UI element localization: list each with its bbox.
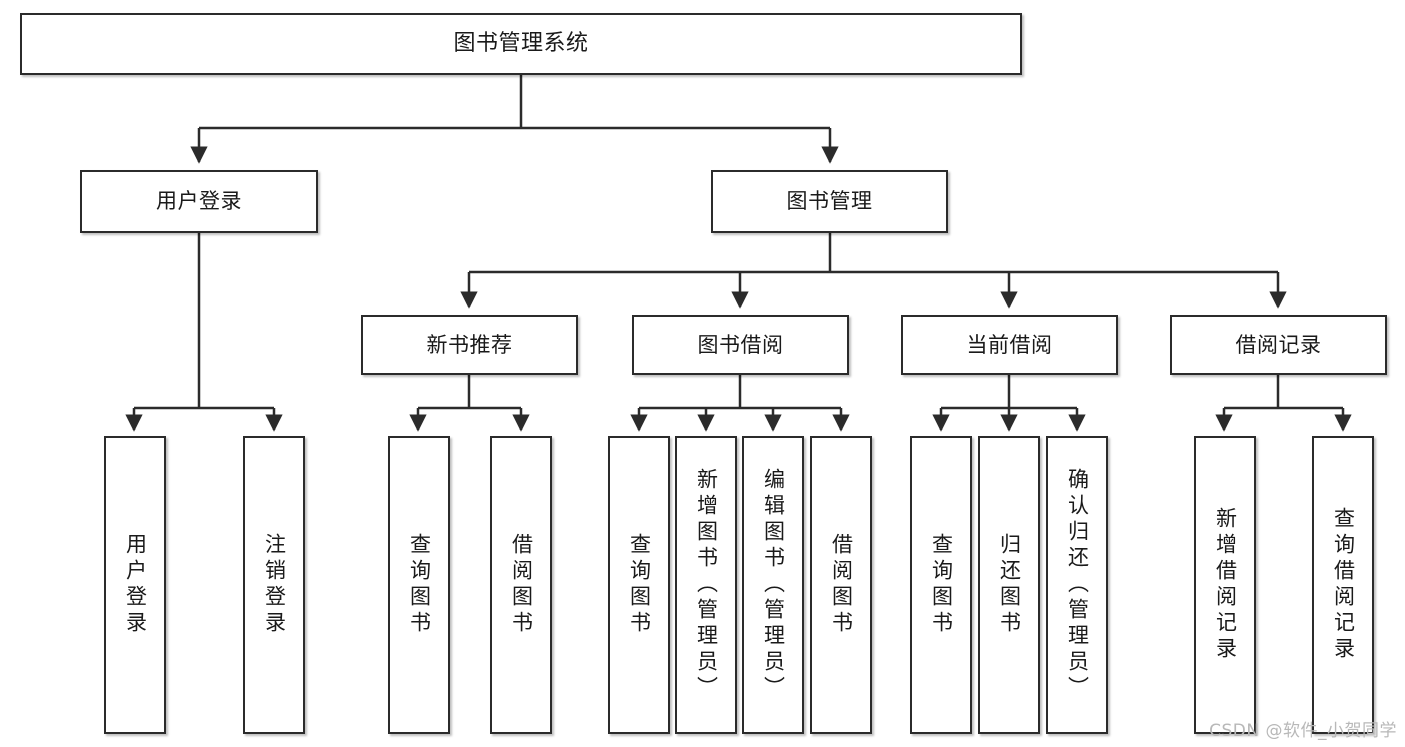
node-root-system[interactable]: 图书管理系统: [20, 13, 1022, 75]
node-label: 图书管理: [786, 189, 873, 214]
node-label: 注销登录: [262, 533, 287, 637]
node-label: 归还图书: [997, 533, 1022, 637]
node-label: 查询借阅记录: [1331, 507, 1356, 663]
node-label: 查询图书: [627, 533, 652, 637]
node-book-borrow[interactable]: 图书借阅: [632, 315, 849, 375]
node-leaf-return-book[interactable]: 归还图书: [978, 436, 1040, 734]
node-label: 用户登录: [123, 533, 148, 637]
node-leaf-logout-login[interactable]: 注销登录: [243, 436, 305, 734]
node-label: 用户登录: [156, 189, 242, 214]
node-label: 新书推荐: [426, 332, 513, 357]
node-label: 借阅图书: [509, 533, 534, 637]
node-leaf-user-login[interactable]: 用户登录: [104, 436, 166, 734]
node-label: 新增借阅记录: [1213, 507, 1238, 663]
node-current-borrow[interactable]: 当前借阅: [901, 315, 1118, 375]
node-label: 编辑图书（管理员）: [761, 468, 786, 702]
node-label: 确认归还（管理员）: [1065, 468, 1090, 702]
node-borrow-record[interactable]: 借阅记录: [1170, 315, 1387, 375]
node-leaf-edit-book-admin[interactable]: 编辑图书（管理员）: [742, 436, 804, 734]
node-leaf-confirm-return-admin[interactable]: 确认归还（管理员）: [1046, 436, 1108, 734]
node-leaf-query-book-1[interactable]: 查询图书: [388, 436, 450, 734]
node-leaf-query-book-2[interactable]: 查询图书: [608, 436, 670, 734]
node-label: 查询图书: [407, 533, 432, 637]
node-label: 新增图书（管理员）: [694, 468, 719, 702]
node-label: 借阅图书: [829, 533, 854, 637]
node-label: 查询图书: [929, 533, 954, 637]
node-new-book-recommend[interactable]: 新书推荐: [361, 315, 578, 375]
node-leaf-add-borrow-record[interactable]: 新增借阅记录: [1194, 436, 1256, 734]
node-label: 借阅记录: [1235, 332, 1322, 357]
node-leaf-query-book-3[interactable]: 查询图书: [910, 436, 972, 734]
node-user-login[interactable]: 用户登录: [80, 170, 318, 233]
node-leaf-borrow-book-1[interactable]: 借阅图书: [490, 436, 552, 734]
node-label: 当前借阅: [966, 332, 1053, 357]
node-leaf-borrow-book-2[interactable]: 借阅图书: [810, 436, 872, 734]
watermark-text: CSDN @软件_小贺同学: [1209, 721, 1397, 741]
node-label: 图书管理系统: [453, 31, 589, 57]
node-label: 图书借阅: [697, 332, 784, 357]
node-leaf-query-borrow-record[interactable]: 查询借阅记录: [1312, 436, 1374, 734]
node-leaf-add-book-admin[interactable]: 新增图书（管理员）: [675, 436, 737, 734]
node-book-management[interactable]: 图书管理: [711, 170, 948, 233]
